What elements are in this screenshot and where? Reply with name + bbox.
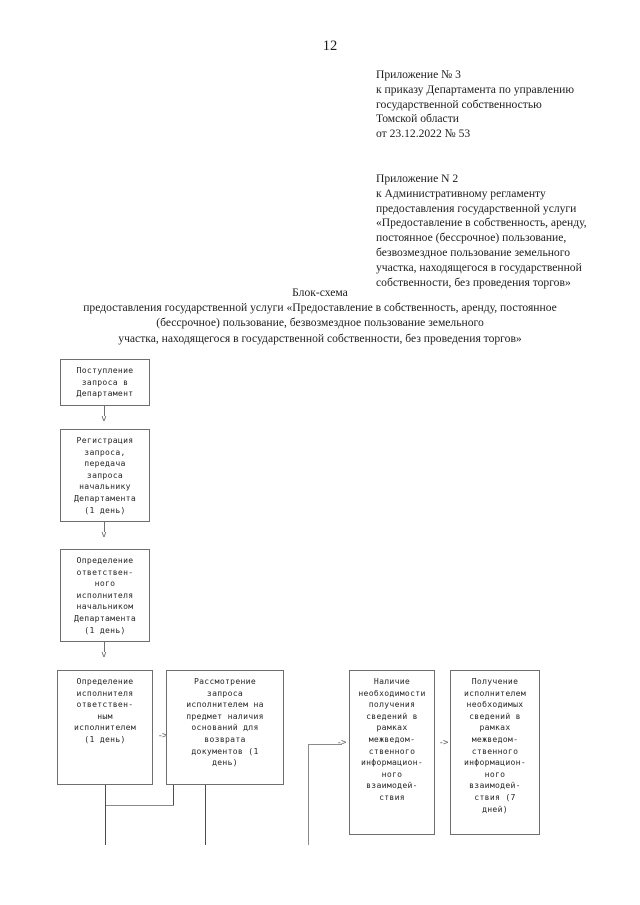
node-line: возврата xyxy=(204,733,246,744)
arrow-down-icon: v xyxy=(101,650,107,660)
header-block-prilozhenie-3: Приложение № 3 к приказу Департамента по… xyxy=(376,68,638,142)
node-line: ственного xyxy=(368,745,416,756)
node-line: ствия (7 xyxy=(474,791,516,802)
header-line: собственности, без проведения торгов» xyxy=(376,275,571,289)
arrow-right-icon: -> xyxy=(438,738,449,748)
node-line: межведом- xyxy=(471,733,519,744)
flow-node-opredelenie-ispolnitelya: Определение исполнителя ответствен- ным … xyxy=(57,670,153,785)
node-line: взаимодей- xyxy=(469,780,521,791)
node-line: ствия xyxy=(379,791,405,802)
node-line: взаимодей- xyxy=(366,780,418,791)
page-number: 12 xyxy=(322,38,338,54)
node-line: (1 день) xyxy=(84,504,126,515)
header-line: постоянное (бессрочное) пользование, xyxy=(376,231,567,245)
node-line: исполнителя xyxy=(76,687,134,698)
node-line: межведом- xyxy=(368,733,416,744)
header-line: Томской области xyxy=(376,112,459,126)
title-line: (бессрочное) пользование, безвозмездное … xyxy=(156,316,484,330)
node-line: сведений в xyxy=(469,710,521,721)
flow-node-postuplenie-zaprosa: Поступление запроса в Департамент xyxy=(60,359,150,406)
connector-line xyxy=(105,805,174,806)
node-line: исполнителем xyxy=(463,687,527,698)
node-line: исполнителем на xyxy=(186,699,264,710)
header-line: безвозмездное пользование земельного xyxy=(376,245,570,259)
node-line: информацион- xyxy=(463,757,527,768)
arrow-right-icon: -> xyxy=(157,731,168,741)
node-line: необходимости xyxy=(358,687,426,698)
header-line: Приложение N 2 xyxy=(376,172,459,185)
node-line: информацион- xyxy=(360,757,424,768)
node-line: начальником xyxy=(76,601,134,612)
flow-node-rassmotrenie-zaprosa: Рассмотрение запроса исполнителем на пре… xyxy=(166,670,284,785)
title-line: предоставления государственной услуги «П… xyxy=(83,301,557,315)
node-line: ответствен- xyxy=(76,699,134,710)
node-line: Департамента xyxy=(73,612,137,623)
node-line: Поступление xyxy=(76,365,134,375)
node-line: исполнителем xyxy=(73,722,137,733)
flow-node-opredelenie-otvetstvennogo: Определение ответствен- ного исполнителя… xyxy=(60,549,150,642)
header-line: предоставления государственной услуги xyxy=(376,201,577,215)
node-line: предмет наличия xyxy=(186,710,264,721)
node-line: день) xyxy=(212,757,238,768)
connector-line xyxy=(205,785,206,845)
connector-line xyxy=(105,785,106,805)
arrow-down-icon: v xyxy=(101,414,107,424)
connector-line xyxy=(104,642,105,652)
node-line: ным xyxy=(97,710,113,721)
connector-line xyxy=(308,744,309,845)
node-line: дней) xyxy=(482,803,508,814)
node-line: (1 день) xyxy=(84,624,126,635)
node-line: оснований для xyxy=(191,722,259,733)
node-line: Определение xyxy=(76,555,134,565)
node-line: Рассмотрение xyxy=(193,676,257,686)
arrow-down-icon: v xyxy=(101,530,107,540)
header-line: от 23.12.2022 № 53 xyxy=(376,127,471,141)
connector-line xyxy=(104,406,105,416)
node-line: ственного xyxy=(471,745,519,756)
connector-line xyxy=(308,744,342,745)
node-line: документов (1 xyxy=(191,745,259,756)
arrow-right-icon: -> xyxy=(336,738,347,748)
node-line: запроса xyxy=(206,687,244,698)
node-line: ного xyxy=(381,768,403,779)
header-block-prilozhenie-2: Приложение N 2 к Административному регла… xyxy=(376,172,638,290)
node-line: ного xyxy=(94,578,116,589)
flow-node-nalichie-neobhodimosti: Наличие необходимости получения сведений… xyxy=(349,670,435,835)
node-line: запроса в xyxy=(81,376,129,387)
node-line: необходимых xyxy=(466,699,524,710)
node-line: получения xyxy=(368,699,416,710)
header-line: к Административному регламенту xyxy=(376,186,546,200)
title-line: Блок-схема xyxy=(292,286,348,299)
header-line: Приложение № 3 xyxy=(376,68,461,81)
header-line: государственной собственностью xyxy=(376,97,542,111)
node-line: Регистрация xyxy=(76,435,134,445)
node-line: (1 день) xyxy=(84,733,126,744)
node-line: запроса, xyxy=(84,446,126,457)
flow-node-poluchenie-svedeniy: Получение исполнителем необходимых сведе… xyxy=(450,670,540,835)
node-line: начальнику xyxy=(79,481,131,492)
connector-line xyxy=(104,522,105,532)
node-line: рамках xyxy=(376,722,408,733)
node-line: рамках xyxy=(479,722,511,733)
node-line: запроса xyxy=(86,469,124,480)
node-line: Получение xyxy=(471,676,519,686)
page-title: Блок-схема предоставления государственно… xyxy=(30,285,610,346)
node-line: Наличие xyxy=(373,676,411,686)
header-line: к приказу Департамента по управлению xyxy=(376,82,575,96)
connector-line xyxy=(105,805,106,845)
header-line: «Предоставление в собственность, аренду, xyxy=(376,216,587,230)
node-line: Департамента xyxy=(73,492,137,503)
flow-node-registraciya-zaprosa: Регистрация запроса, передача запроса на… xyxy=(60,429,150,522)
node-line: передача xyxy=(84,458,126,469)
node-line: исполнителя xyxy=(76,589,134,600)
title-line: участка, находящегося в государственной … xyxy=(118,331,522,345)
node-line: Определение xyxy=(76,676,134,686)
header-line: участка, находящегося в государственной xyxy=(376,260,582,274)
connector-line xyxy=(173,785,174,805)
node-line: сведений в xyxy=(366,710,418,721)
node-line: ответствен- xyxy=(76,566,134,577)
node-line: ного xyxy=(484,768,506,779)
node-line: Департамент xyxy=(76,388,134,399)
